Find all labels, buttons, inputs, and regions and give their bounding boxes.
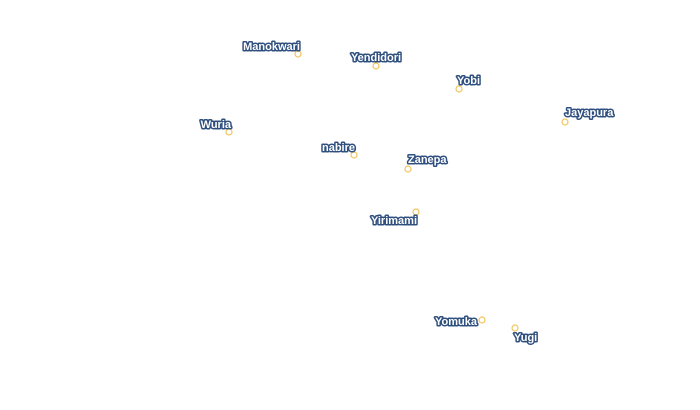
place-marker-yendidori[interactable]: Yendidori [349, 51, 403, 70]
place-label: Yomuka [435, 316, 478, 328]
place-marker-zanepa[interactable]: Zanepa [404, 153, 449, 173]
place-dot[interactable] [404, 165, 412, 173]
place-marker-nabire[interactable]: nabire [320, 141, 358, 159]
place-marker-yugi[interactable]: Yugi [511, 324, 539, 346]
place-dot[interactable] [412, 208, 420, 216]
place-label: Zanepa [408, 154, 447, 166]
place-label: Wuria [201, 119, 232, 131]
place-label: Yendidori [351, 52, 401, 64]
place-label: Yugi [514, 332, 537, 344]
place-dot[interactable] [225, 128, 233, 136]
place-dot[interactable] [455, 85, 463, 93]
place-marker-yobi[interactable]: Yobi [455, 74, 482, 93]
place-marker-wuria[interactable]: Wuria [199, 118, 233, 136]
place-label: Yobi [457, 75, 480, 87]
place-label: Yirimami [371, 215, 417, 227]
place-label: Manokwari [243, 41, 300, 53]
place-dot[interactable] [350, 151, 358, 159]
place-dot[interactable] [478, 316, 486, 324]
place-dot[interactable] [511, 324, 519, 332]
place-marker-yirimami[interactable]: Yirimami [369, 208, 420, 229]
place-dot[interactable] [561, 118, 569, 126]
place-dot[interactable] [294, 50, 302, 58]
place-marker-yomuka[interactable]: Yomuka [434, 315, 486, 330]
place-dot[interactable] [372, 62, 380, 70]
place-marker-manokwari[interactable]: Manokwari [242, 40, 302, 58]
place-label: Jayapura [565, 107, 614, 119]
place-marker-jayapura[interactable]: Jayapura [561, 106, 616, 126]
place-label: nabire [322, 142, 355, 154]
